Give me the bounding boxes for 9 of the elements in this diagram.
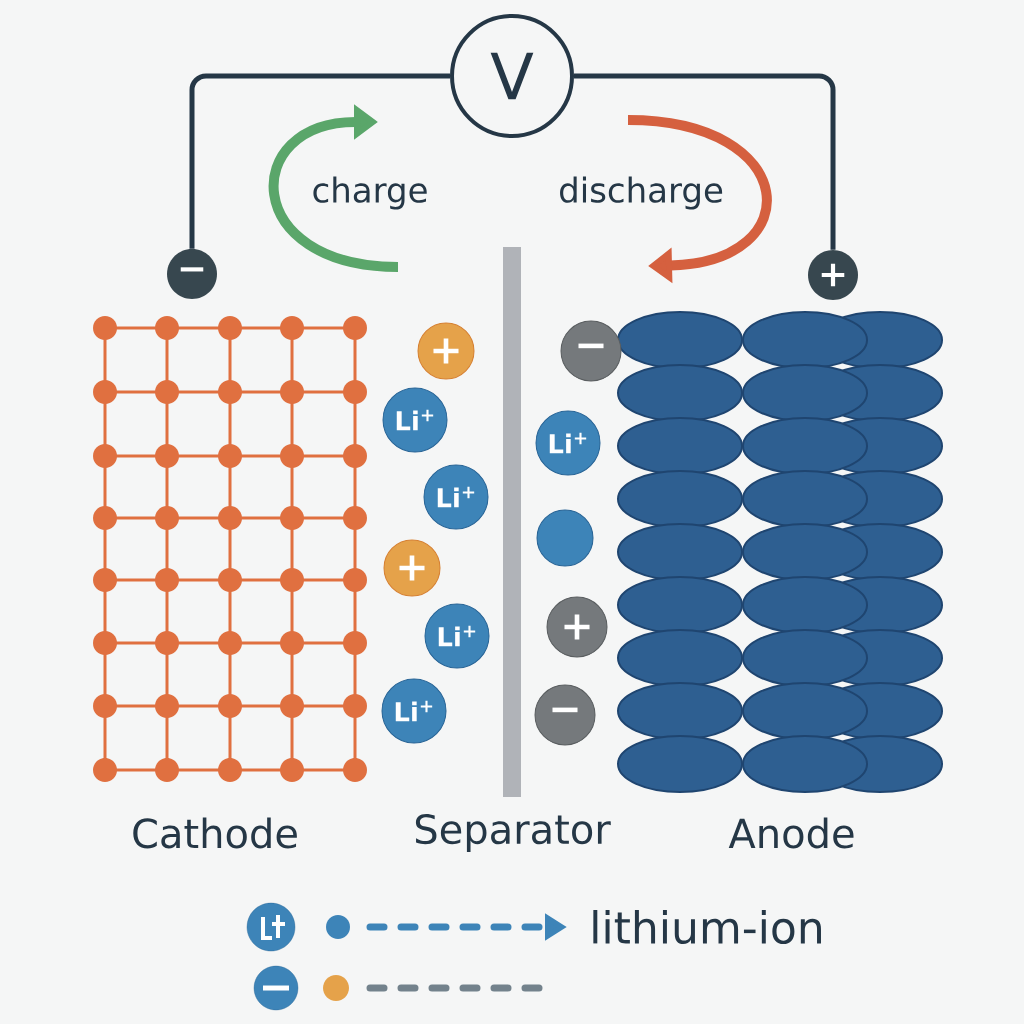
wire (189, 73, 450, 249)
electrode-label: Anode (728, 817, 854, 849)
ion-circle (536, 509, 594, 567)
electrode-label: Cathode (133, 817, 297, 849)
legend-label: lithium-ion (593, 910, 821, 945)
separator-label: Separator (415, 814, 611, 852)
wire (574, 73, 836, 250)
process-label: charge (313, 176, 427, 210)
process-label: discharge (560, 176, 723, 210)
